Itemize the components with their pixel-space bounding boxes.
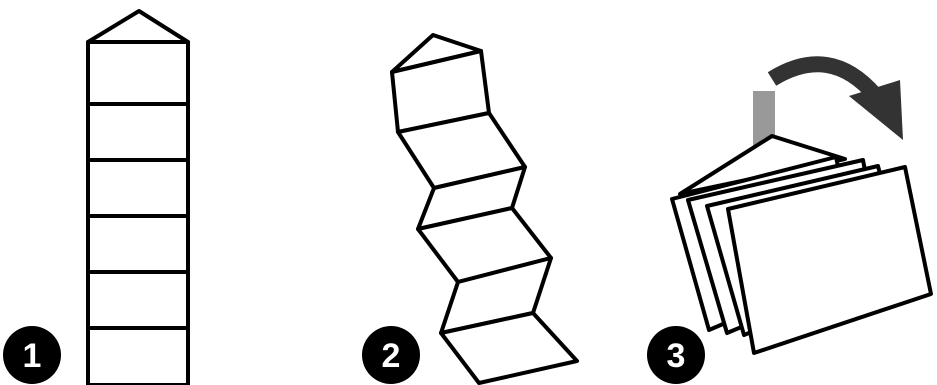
step-2-number: 2 [382, 337, 401, 375]
step-1-badge: 1 [3, 326, 61, 384]
strip-panel-2 [88, 104, 188, 160]
step-3-folded-booklet [672, 64, 931, 353]
step-1-number: 1 [23, 337, 42, 375]
strip-panel-1 [88, 42, 188, 104]
step-2-badge: 2 [362, 326, 420, 384]
strip-panel-4 [88, 216, 188, 272]
strip-panel-6 [88, 328, 188, 385]
strip-top-triangle [88, 11, 188, 42]
step-2-zigzag-strip [392, 35, 577, 383]
step-1-flat-strip [88, 11, 188, 385]
curved-arrow-icon [772, 64, 903, 140]
strip-panel-5 [88, 272, 188, 328]
strip-panel-3 [88, 160, 188, 216]
step-3-number: 3 [667, 337, 686, 375]
step-3-badge: 3 [647, 326, 705, 384]
